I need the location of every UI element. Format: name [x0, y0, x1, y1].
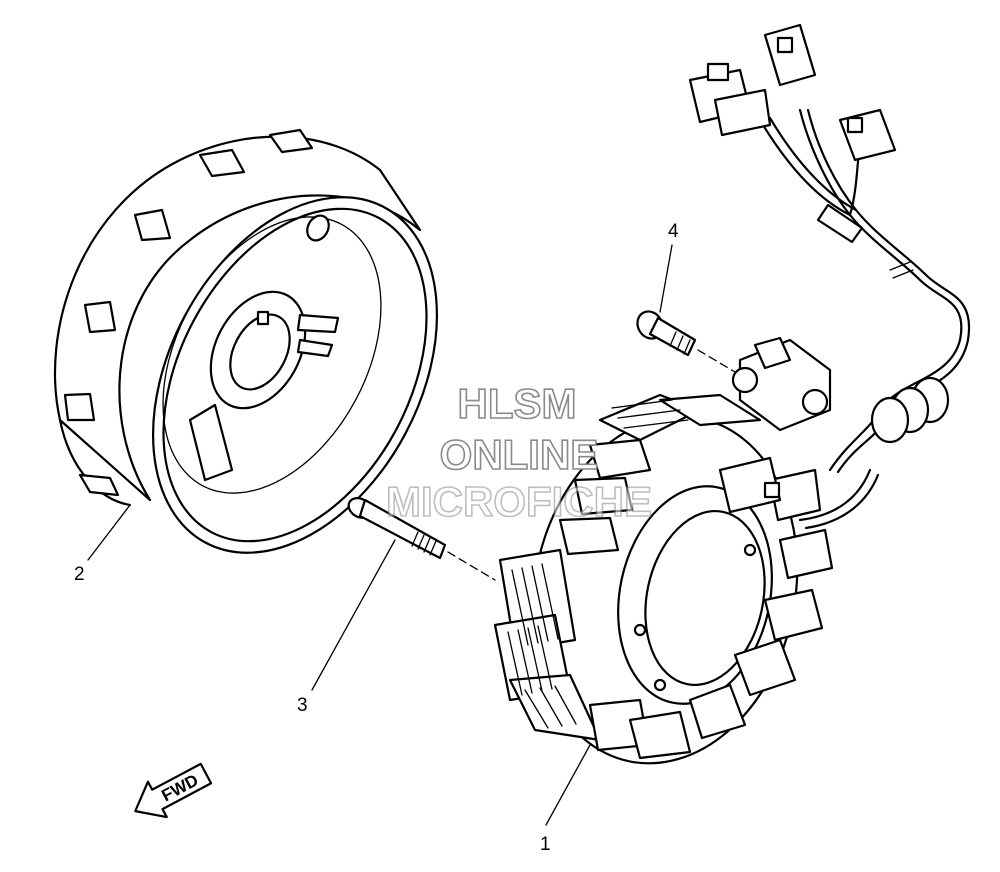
leader-lines	[87, 244, 673, 826]
leader-line-2	[87, 504, 131, 561]
watermark-line-2: ONLINE	[440, 431, 599, 478]
callout-1: 1	[540, 834, 551, 855]
pickup-coil[interactable]	[731, 336, 832, 432]
callout-2: 2	[74, 564, 85, 585]
forward-direction-arrow: FWD	[134, 762, 213, 819]
callout-3: 3	[297, 695, 308, 716]
leader-line-3	[311, 539, 396, 691]
bolt-long[interactable]	[345, 494, 496, 581]
leader-line-1	[545, 744, 591, 826]
watermark: HLSM ONLINE MICROFICHE	[385, 379, 653, 526]
watermark-line-1: HLSM	[458, 380, 577, 427]
bolt-short[interactable]	[633, 307, 736, 373]
stator-assembly[interactable]	[493, 392, 834, 788]
rotor-flywheel[interactable]	[53, 128, 495, 601]
watermark-line-3: MICROFICHE	[386, 478, 652, 525]
leader-line-4	[659, 244, 673, 313]
callout-4: 4	[668, 221, 679, 242]
wire-harness[interactable]	[688, 23, 971, 530]
